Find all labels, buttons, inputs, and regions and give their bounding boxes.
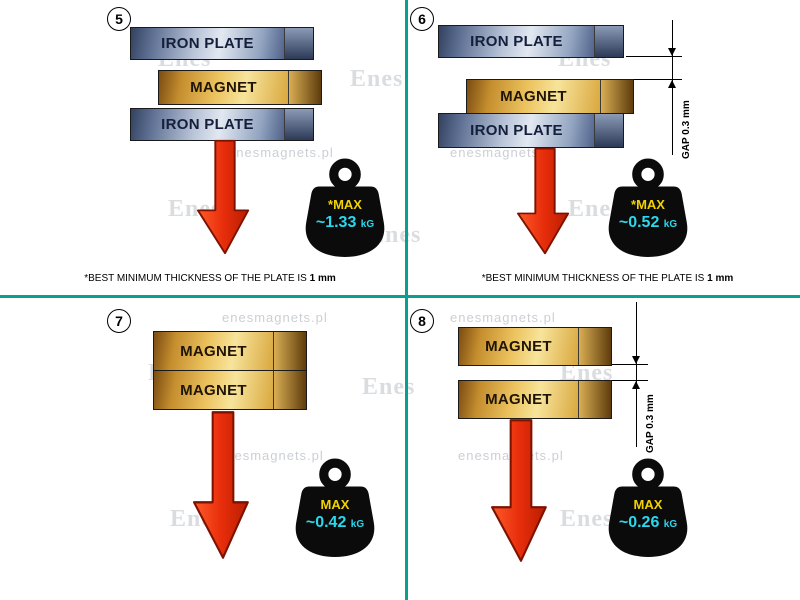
enesmagnets-watermark: enesmagnets.pl [450, 310, 556, 325]
gap-label: GAP 0.3 mm [645, 394, 656, 453]
dimension-tick [612, 364, 648, 365]
iron-plate-label: IRON PLATE [161, 116, 254, 133]
bar-side-face [288, 71, 321, 104]
panel-number-badge: 5 [107, 7, 131, 31]
magnet-label: MAGNET [180, 342, 247, 360]
dimension-arrow-down-icon [632, 356, 640, 364]
dimension-arrow-down-icon [668, 48, 676, 56]
bar-side-face [594, 114, 623, 147]
magnet-bar: MAGNET [158, 70, 322, 105]
iron-plate-top: IRON PLATE [438, 25, 624, 58]
bar-side-face [273, 371, 306, 409]
weight-max-label: MAX [633, 497, 663, 512]
iron-plate-label: IRON PLATE [161, 35, 254, 52]
divider-horizontal [0, 295, 800, 298]
enesmagnets-watermark: enesmagnets.pl [450, 145, 556, 160]
dimension-arrow-up-icon [632, 381, 640, 389]
weight-value: ~0.26 kG [618, 514, 678, 531]
weight-unit: kG [360, 219, 375, 230]
bar-side-face [284, 28, 313, 59]
footnote: *BEST MINIMUM THICKNESS OF THE PLATE IS … [481, 273, 734, 284]
iron-plate-bottom: IRON PLATE [438, 113, 624, 148]
magnet-label: MAGNET [485, 391, 552, 408]
weight-icon: MAX ~0.26 kG [606, 458, 690, 560]
gap-dimension: GAP 0.3 mm [622, 20, 700, 159]
weight-icon: *MAX ~0.52 kG [606, 158, 690, 260]
bar-side-face [273, 332, 306, 370]
force-arrow-down-icon [516, 147, 570, 255]
weight-max-label: MAX [320, 497, 350, 512]
weight-unit: kG [663, 519, 678, 530]
force-arrow-down-icon [192, 411, 249, 559]
bar-side-face [600, 80, 633, 113]
weight-unit: kG [350, 519, 365, 530]
footnote: *BEST MINIMUM THICKNESS OF THE PLATE IS … [84, 273, 336, 284]
weight-max-label: *MAX [328, 197, 362, 212]
magnet-label: MAGNET [190, 79, 257, 96]
dimension-line [636, 302, 637, 447]
weight-value: ~0.42 kG [305, 514, 365, 531]
gap-dimension: GAP 0.3 mm [612, 302, 692, 453]
magnet-bar-bottom: MAGNET [153, 370, 307, 410]
enesmagnets-watermark: enesmagnets.pl [218, 448, 324, 463]
divider-vertical [405, 0, 408, 600]
magnet-bar-top: MAGNET [458, 327, 612, 366]
bar-side-face [578, 381, 611, 418]
iron-plate-label: IRON PLATE [470, 33, 563, 50]
magnet-label: MAGNET [180, 381, 247, 399]
enes-logo-watermark: Enes [350, 66, 404, 92]
magnet-label: MAGNET [500, 88, 567, 105]
footnote-bold: 1 mm [309, 273, 336, 284]
iron-plate-bottom: IRON PLATE [130, 108, 314, 141]
force-arrow-down-icon [196, 139, 250, 255]
bar-side-face [594, 26, 623, 57]
magnet-label: MAGNET [485, 338, 552, 355]
enesmagnets-watermark: enesmagnets.pl [228, 145, 334, 160]
weight-unit: kG [663, 219, 678, 230]
weight-icon: MAX ~0.42 kG [293, 458, 377, 560]
force-arrow-down-icon [490, 419, 547, 562]
magnet-bar-bottom: MAGNET [458, 380, 612, 419]
dimension-tick [634, 79, 682, 80]
gap-label: GAP 0.3 mm [681, 100, 692, 159]
iron-plate-label: IRON PLATE [470, 122, 563, 139]
enes-logo-watermark: Enes [560, 506, 614, 532]
magnet-bar: MAGNET [466, 79, 634, 114]
panel-number-badge: 8 [410, 309, 434, 333]
panel-number-badge: 6 [410, 7, 434, 31]
weight-max-label: *MAX [631, 197, 665, 212]
magnet-bar-top: MAGNET [153, 331, 307, 371]
dimension-arrow-up-icon [668, 80, 676, 88]
weight-icon: *MAX ~1.33 kG [303, 158, 387, 260]
weight-value: ~1.33 kG [315, 214, 375, 231]
bar-side-face [578, 328, 611, 365]
panel-number-badge: 7 [107, 309, 131, 333]
bar-side-face [284, 109, 313, 140]
footnote-bold: 1 mm [707, 273, 734, 284]
dimension-tick [612, 380, 648, 381]
dimension-tick [626, 56, 682, 57]
iron-plate-top: IRON PLATE [130, 27, 314, 60]
weight-value: ~0.52 kG [618, 214, 678, 231]
enesmagnets-watermark: enesmagnets.pl [222, 310, 328, 325]
